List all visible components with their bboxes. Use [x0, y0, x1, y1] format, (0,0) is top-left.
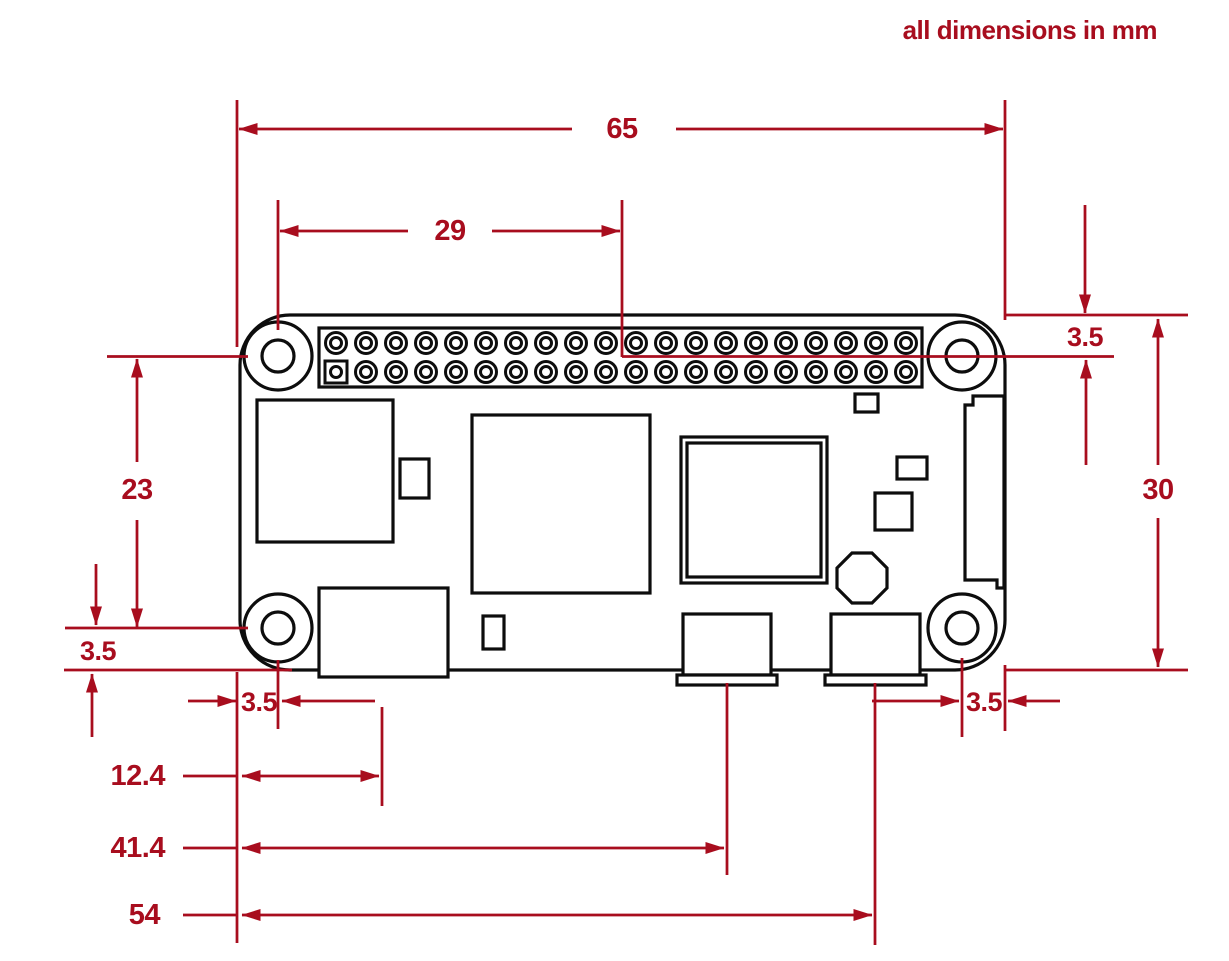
component-box-top-left [255, 398, 395, 544]
dim-label-top-edge-to-hole: 3.5 [1067, 322, 1104, 352]
dim-usb-port-center: 41.4 [111, 683, 729, 875]
dim-label-hole-to-bottom-edge: 3.5 [80, 636, 117, 666]
camera-connector [963, 394, 1006, 590]
pcb-board [238, 313, 1007, 687]
ram-chip [470, 413, 652, 595]
mounting-hole-bottom-right [926, 592, 998, 664]
oscillator-octagon [835, 551, 889, 605]
dim-power-port-center: 54 [129, 683, 877, 945]
mounting-hole-bottom-left [242, 592, 314, 664]
dim-label-power-port-center: 54 [129, 899, 161, 931]
smd-component [481, 614, 506, 651]
usb-power-port [823, 612, 928, 687]
usb-data-port [675, 612, 779, 687]
soc-chip [679, 435, 829, 585]
smd-component [873, 491, 914, 532]
dim-label-left-edge-to-hole: 3.5 [241, 687, 278, 717]
gpio-pin-1-square [323, 359, 349, 385]
dim-label-hole-to-center: 29 [434, 215, 466, 247]
dim-hole-spacing-vertical: 23 [65, 355, 248, 630]
dim-label-board-height: 30 [1142, 474, 1173, 506]
dim-left-edge-to-hole: 3.5 [188, 660, 375, 943]
gpio-pin-grid [323, 331, 918, 385]
dim-hole-to-bottom-edge: 3.5 [64, 564, 292, 737]
dim-top-edge-to-hole: 3.5 [622, 205, 1188, 465]
dim-label-hole-to-right-edge: 3.5 [966, 687, 1003, 717]
dim-hole-to-center: 29 [276, 200, 624, 357]
dim-board-height: 30 [1005, 318, 1188, 672]
dim-label-board-width: 65 [606, 113, 638, 145]
smd-component [398, 457, 431, 500]
dim-hole-to-right-edge: 3.5 [872, 658, 1060, 737]
dim-label-usb-port-center: 41.4 [111, 832, 166, 864]
sd-card-slot [317, 586, 450, 679]
dim-label-hole-spacing-vertical: 23 [121, 474, 153, 506]
dim-label-sd-slot-center: 12.4 [111, 760, 166, 792]
mounting-hole-top-left [242, 320, 314, 392]
dim-board-width: 65 [235, 100, 1007, 347]
smd-component [895, 455, 929, 481]
units-note: all dimensions in mm [903, 15, 1157, 45]
dim-sd-slot-center: 12.4 [111, 707, 384, 806]
smd-component [853, 392, 880, 414]
